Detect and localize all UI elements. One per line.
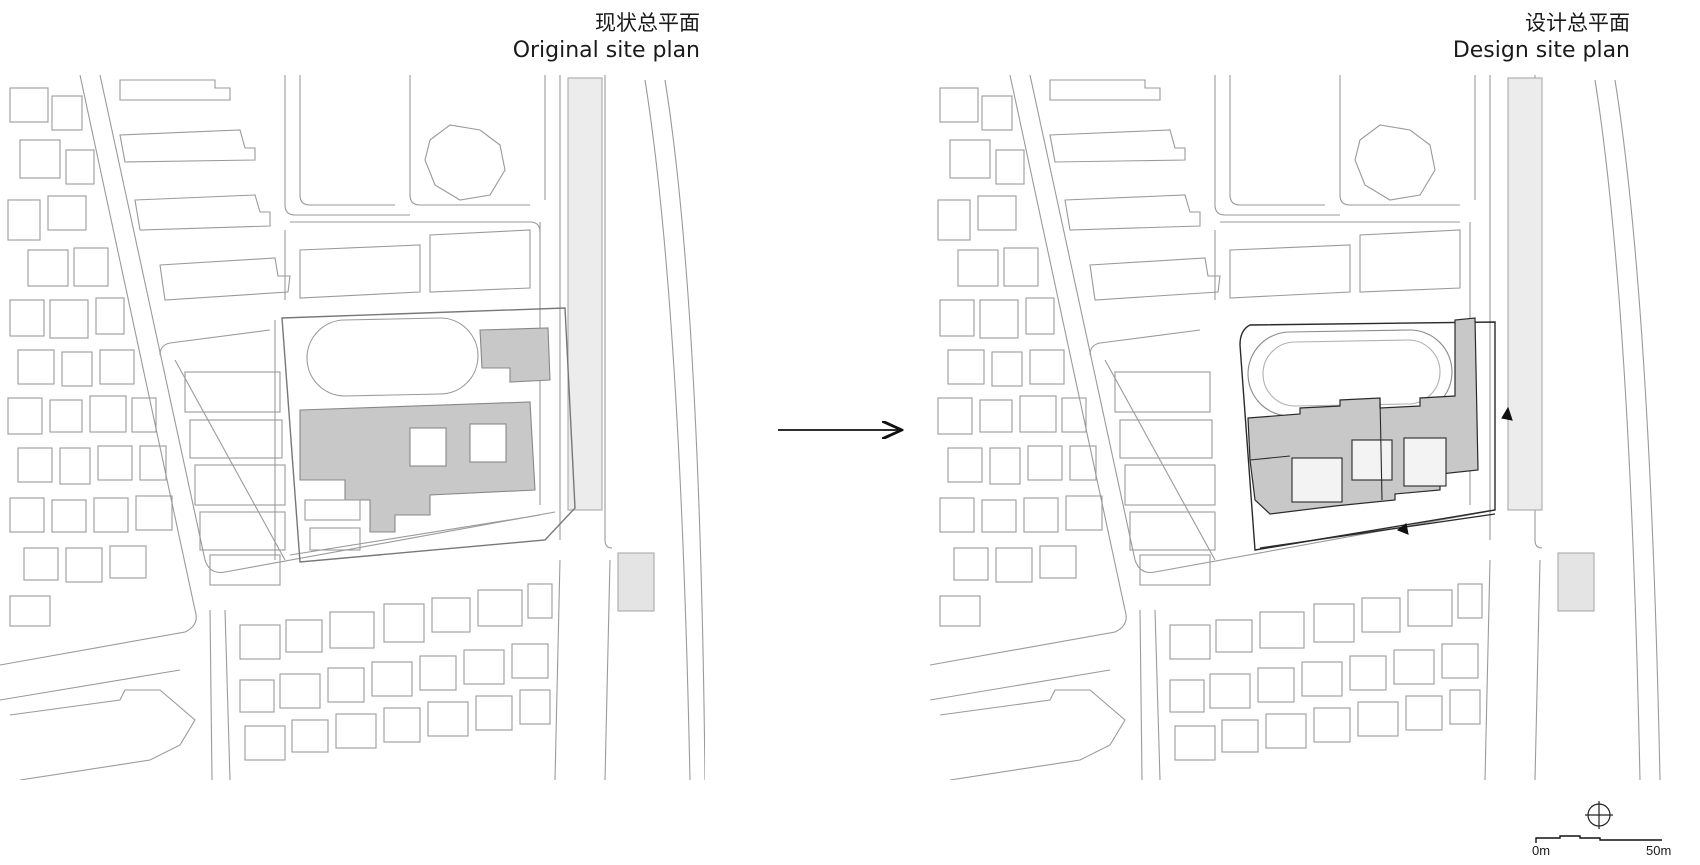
north-arrow-icon [1585,801,1613,829]
courtyard [469,423,507,463]
scale-bar-end-label: 50m [1646,843,1672,858]
entrance-marker-icon [1501,406,1513,421]
courtyard [1291,457,1343,503]
courtyard [1351,439,1393,481]
small-green-plot [617,552,655,612]
existing-building-annex [479,327,551,383]
entrance-marker-icon [1396,523,1409,535]
residential-blocks-top [119,79,531,301]
new-school-site [1239,317,1496,551]
original-school-site [281,307,576,563]
dense-housing-left [937,87,1103,627]
right-plan-title-en: Design site plan [1452,37,1630,63]
design-site-plan [930,75,1661,780]
right-plan-title-zh: 设计总平面 [1525,11,1630,35]
courtyard [409,427,447,467]
residential-blocks-top [1049,79,1461,301]
left-plan-title-zh: 现状总平面 [595,11,700,35]
housing-bottom [9,583,553,780]
canal-strip [567,77,603,511]
scale-bar-start-label: 0m [1532,843,1551,858]
housing-bottom [939,583,1483,780]
road-network [0,75,705,780]
left-plan-title-en: Original site plan [512,37,700,63]
dense-housing-left [7,87,173,627]
small-green-plot [1557,552,1595,612]
road-network [930,75,1661,780]
scale-bar [1535,835,1662,843]
running-track [306,317,479,397]
right-plan-title: 设计总平面 Design site plan [1453,10,1630,65]
canal-strip [1507,77,1543,511]
warehouse-blocks [1114,371,1216,586]
original-site-plan [0,75,705,780]
existing-building-main [299,401,536,533]
warehouse-blocks [184,371,286,586]
courtyard [1403,437,1447,487]
left-plan-title: 现状总平面 Original site plan [513,10,700,65]
